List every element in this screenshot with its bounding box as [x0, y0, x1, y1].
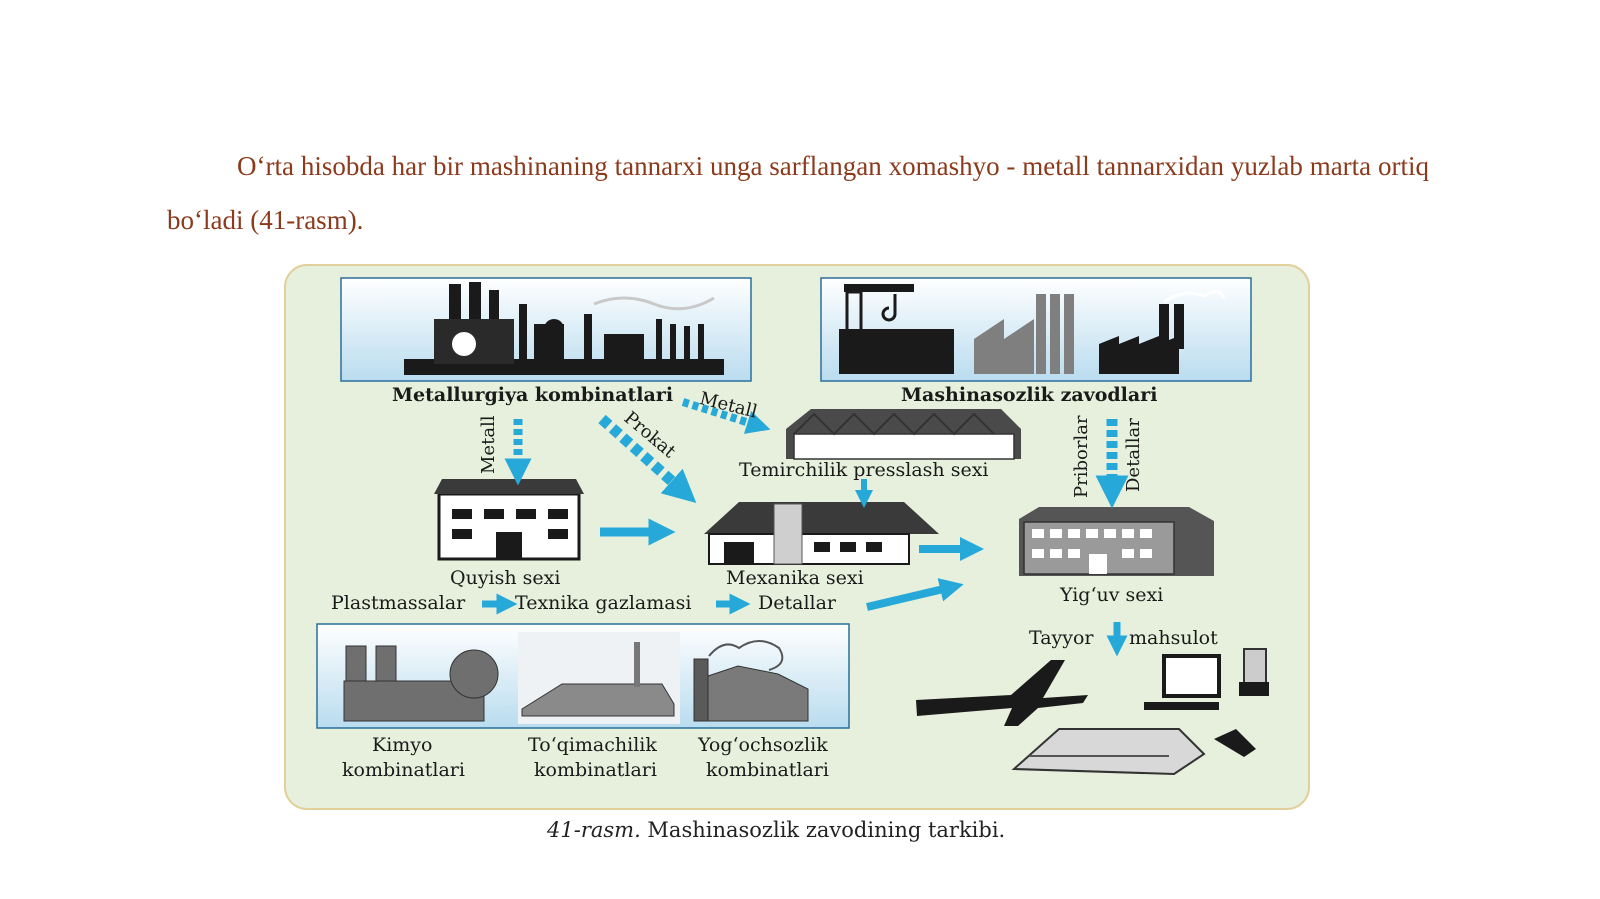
finished-label-right: mahsulot [1129, 627, 1218, 649]
assembly-shop-label: Yig‘uv sexi [1060, 584, 1164, 606]
forge-shop-label: Temirchilik presslash sexi [739, 459, 989, 481]
arrow-label-metall-left: Metall [478, 415, 499, 474]
casting-shop-image [434, 479, 584, 561]
caption-prefix: 41-rasm. [547, 818, 641, 842]
technical-fabric-label: Texnika gazlamasi [515, 592, 692, 614]
arrow-label-detallar: Detallar [1123, 418, 1144, 492]
forge-building-image [786, 409, 1021, 460]
wood-label-line2: kombinatlari [706, 759, 829, 781]
caption-text: Mashinasozlik zavodining tarkibi. [640, 818, 1006, 842]
metallurgy-label: Metallurgiya kombinatlari [392, 384, 674, 406]
plastics-label: Plastmassalar [331, 592, 466, 614]
machine-plants-label: Mashinasozlik zavodlari [901, 384, 1158, 406]
body-paragraph: O‘rta hisobda har bir mashinaning tannar… [167, 151, 1429, 235]
chemistry-label-line2: kombinatlari [342, 759, 465, 781]
mechanics-shop-label: Mexanika sexi [726, 567, 864, 589]
metallurgy-image [340, 277, 752, 382]
production-diagram: Metallurgiya kombinatlari Mashinasozlik … [284, 264, 1310, 810]
raw-materials-image-strip [316, 623, 850, 729]
chemistry-label-line1: Kimyo [372, 734, 433, 756]
textile-label-line1: To‘qimachilik [528, 734, 657, 756]
machine-plants-image [820, 277, 1252, 382]
assembly-building-image [1019, 507, 1214, 576]
mechanics-shop-image [704, 502, 939, 565]
arrow-label-pribor: Priborlar [1071, 415, 1092, 498]
flow-arrows [482, 398, 1129, 657]
textile-label-line2: kombinatlari [534, 759, 657, 781]
wood-label-line1: Yog‘ochsozlik [698, 734, 828, 756]
figure-caption: 41-rasm. Mashinasozlik zavodining tarkib… [547, 818, 1005, 842]
details-label: Detallar [758, 592, 837, 614]
casting-shop-label: Quyish sexi [450, 567, 561, 589]
diagram-graphics [284, 264, 1310, 810]
finished-label-left: Tayyor [1029, 627, 1094, 649]
finished-products-image [916, 648, 1269, 776]
